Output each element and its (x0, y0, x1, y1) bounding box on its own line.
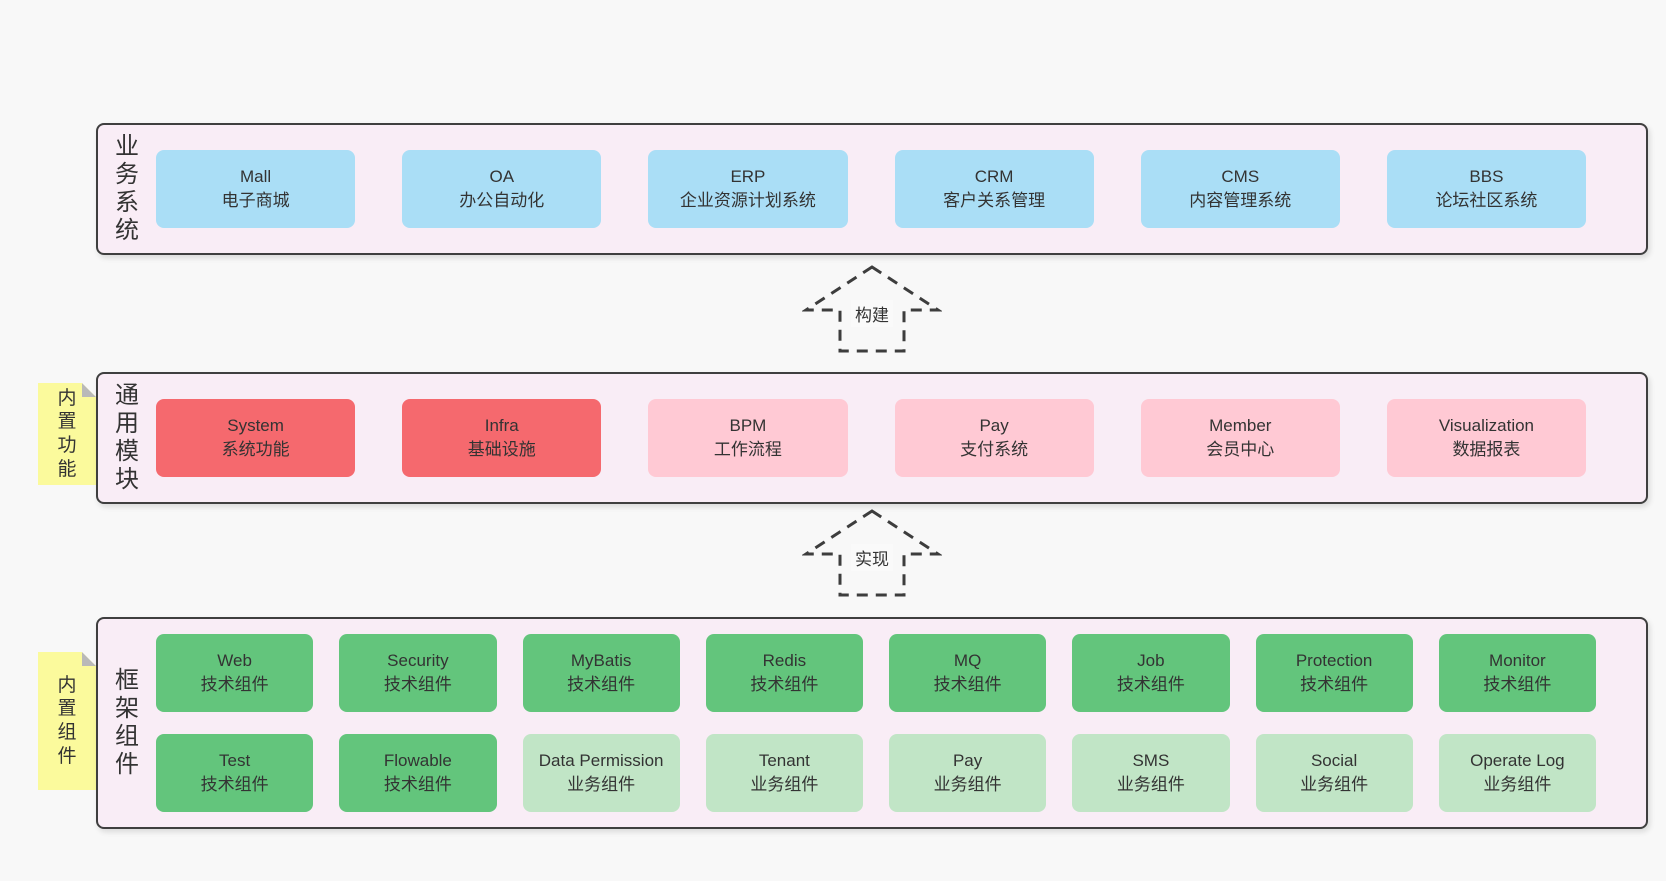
box-infra: Infra 基础设施 (402, 399, 602, 477)
arrow-implement: 实现 (802, 508, 942, 598)
sticky-note-label: 内置功能 (57, 387, 77, 480)
box-web: Web 技术组件 (156, 634, 314, 712)
sticky-note-label: 内置组件 (57, 674, 77, 767)
box-system: System 系统功能 (156, 399, 356, 477)
box-redis: Redis 技术组件 (705, 634, 863, 712)
box-mall: Mall 电子商城 (156, 150, 356, 228)
box-oa: OA 办公自动化 (402, 150, 602, 228)
framework-components-boxes: Web 技术组件 Security 技术组件 MyBatis 技术组件 Redi… (156, 634, 1646, 812)
arrow-build-label: 构建 (851, 300, 893, 327)
band-framework-components: 框架组件 Web 技术组件 Security 技术组件 MyBatis 技术组件… (96, 617, 1648, 829)
box-pay: Pay 支付系统 (894, 399, 1094, 477)
framework-row-1: Web 技术组件 Security 技术组件 MyBatis 技术组件 Redi… (156, 634, 1596, 712)
box-monitor: Monitor 技术组件 (1438, 634, 1596, 712)
sticky-note-builtin-features: 内置功能 (38, 383, 96, 485)
box-bpm: BPM 工作流程 (648, 399, 848, 477)
box-job: Job 技术组件 (1072, 634, 1230, 712)
box-tenant: Tenant 业务组件 (705, 734, 863, 812)
box-erp: ERP 企业资源计划系统 (648, 150, 848, 228)
box-protection: Protection 技术组件 (1255, 634, 1413, 712)
band-label-business-systems: 业务系统 (115, 133, 139, 244)
arrow-build: 构建 (802, 264, 942, 354)
common-modules-boxes: System 系统功能 Infra 基础设施 BPM 工作流程 Pay 支付系统… (156, 399, 1646, 477)
box-flowable: Flowable 技术组件 (339, 734, 497, 812)
box-crm: CRM 客户关系管理 (894, 150, 1094, 228)
sticky-note-builtin-components: 内置组件 (38, 652, 96, 790)
box-cms: CMS 内容管理系统 (1140, 150, 1340, 228)
box-pay-business: Pay 业务组件 (889, 734, 1047, 812)
band-label-common-modules: 通用模块 (115, 382, 139, 493)
box-security: Security 技术组件 (339, 634, 497, 712)
business-systems-boxes: Mall 电子商城 OA 办公自动化 ERP 企业资源计划系统 CRM 客户关系… (156, 150, 1646, 228)
up-arrow-icon (802, 265, 942, 353)
box-data-permission: Data Permission 业务组件 (522, 734, 680, 812)
framework-row-2: Test 技术组件 Flowable 技术组件 Data Permission … (156, 734, 1596, 812)
band-common-modules: 通用模块 System 系统功能 Infra 基础设施 BPM 工作流程 Pay… (96, 372, 1648, 504)
band-label-framework-components: 框架组件 (115, 667, 139, 778)
note-fold-corner (82, 383, 96, 397)
box-bbs: BBS 论坛社区系统 (1386, 150, 1587, 228)
arrow-implement-label: 实现 (851, 544, 893, 571)
box-sms: SMS 业务组件 (1072, 734, 1230, 812)
note-fold-corner (82, 652, 96, 666)
box-visualization: Visualization 数据报表 (1386, 399, 1587, 477)
band-business-systems: 业务系统 Mall 电子商城 OA 办公自动化 ERP 企业资源计划系统 CRM… (96, 123, 1648, 255)
box-mybatis: MyBatis 技术组件 (522, 634, 680, 712)
box-operate-log: Operate Log 业务组件 (1438, 734, 1596, 812)
box-social: Social 业务组件 (1255, 734, 1413, 812)
box-test: Test 技术组件 (156, 734, 314, 812)
box-mq: MQ 技术组件 (889, 634, 1047, 712)
box-member: Member 会员中心 (1140, 399, 1340, 477)
up-arrow-icon (802, 509, 942, 597)
